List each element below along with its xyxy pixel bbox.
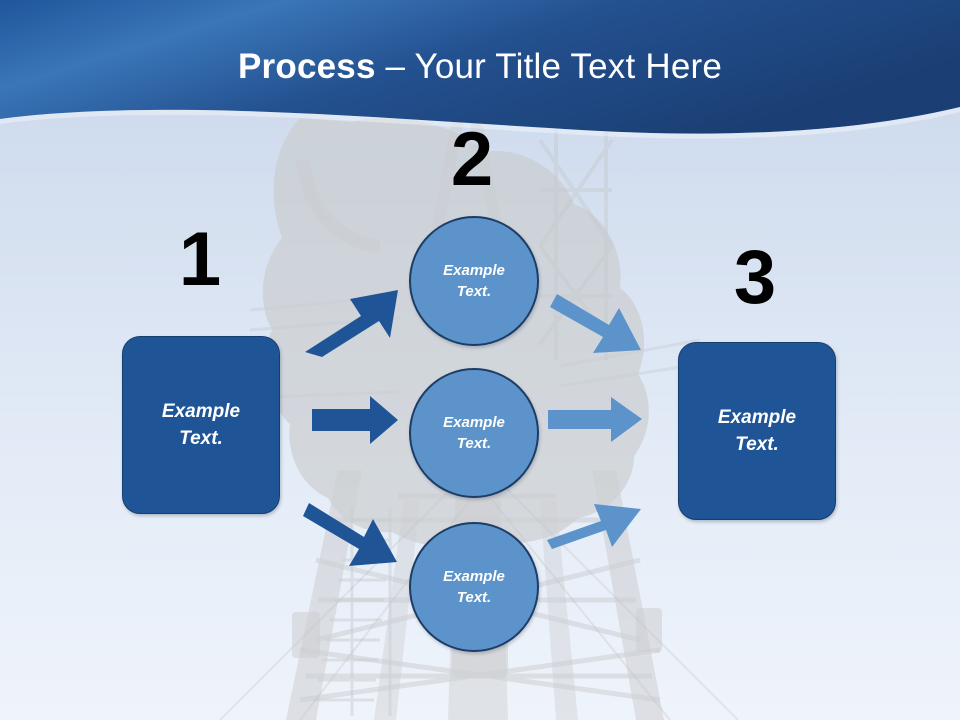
step-number-1: 1 [178,217,222,302]
page-title: Process – Your Title Text Here [0,47,960,87]
process-circle-3[interactable]: Example Text. [409,522,539,652]
process-start-box[interactable]: Example Text. [122,336,280,514]
process-circle-2[interactable]: Example Text. [409,368,539,498]
page-title-strong: Process [238,47,376,86]
arrow-circle-3-to-end [547,504,641,549]
arrow-start-to-circle-3 [303,503,397,566]
page-title-separator: – [375,47,415,86]
process-circle-2-label: Example Text. [443,414,505,452]
step-number-3: 3 [733,235,777,320]
process-circle-3-label: Example Text. [443,568,505,606]
process-end-box-label: Example Text. [717,407,797,455]
arrow-start-to-circle-1 [305,290,398,357]
process-start-box-label: Example Text. [161,401,241,449]
arrow-start-to-circle-2 [312,396,398,444]
process-circle-1[interactable]: Example Text. [409,216,539,346]
step-number-2: 2 [450,117,494,202]
process-circle-1-label: Example Text. [443,262,505,300]
arrow-circle-1-to-end [550,294,641,353]
page-title-light: Your Title Text Here [414,47,722,86]
process-end-box[interactable]: Example Text. [678,342,836,520]
arrow-circle-2-to-end [548,397,642,442]
